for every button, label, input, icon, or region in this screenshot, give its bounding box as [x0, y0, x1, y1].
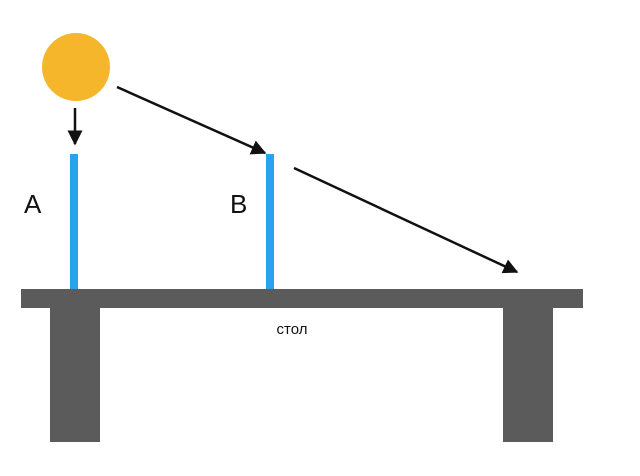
rod-label-b: B	[230, 189, 247, 219]
table-label: стол	[277, 321, 308, 338]
table-leg-right	[503, 308, 553, 442]
ray-arrow-shadow-b	[293, 166, 519, 274]
table-leg-left	[50, 308, 100, 442]
sun-icon	[42, 33, 110, 101]
rod-a	[70, 154, 78, 290]
table	[21, 289, 583, 442]
ray-arrow-to-rod-b	[116, 85, 267, 155]
rod-label-a: A	[24, 189, 42, 219]
rod-b	[266, 154, 274, 290]
table-top	[21, 289, 583, 308]
